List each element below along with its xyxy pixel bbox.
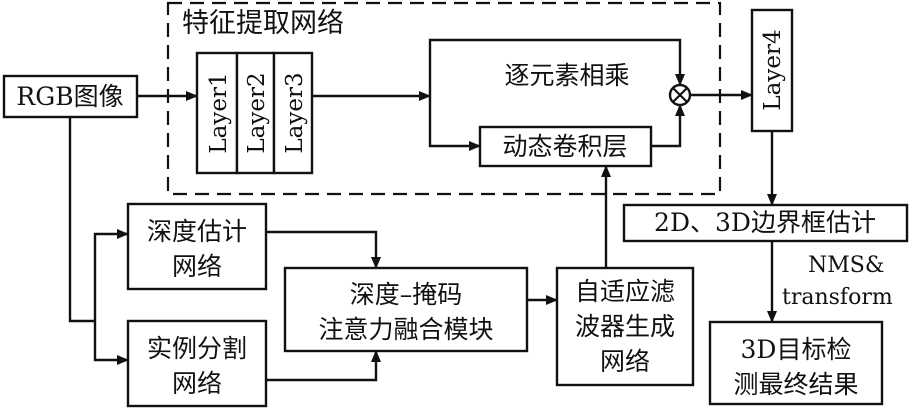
final-result-label-line1: 3D目标检 bbox=[741, 335, 852, 364]
adaptive-filter-label-line1: 自适应滤 bbox=[575, 277, 675, 306]
arrow-segmentation-to-fusion bbox=[266, 350, 381, 382]
depth-estimation-label-line1: 深度估计 bbox=[147, 217, 247, 246]
feature-extraction-group bbox=[166, 1, 722, 196]
adaptive-filter-label-line3: 网络 bbox=[600, 347, 650, 376]
fusion-module-box bbox=[283, 266, 529, 353]
arrow-to-instance-segmentation bbox=[93, 321, 129, 365]
multiply-operator-icon bbox=[668, 83, 692, 107]
instance-segmentation-label-line2: 网络 bbox=[172, 369, 222, 398]
line-rgb-down bbox=[68, 117, 95, 323]
layer1-box bbox=[195, 51, 239, 175]
fusion-module-label-line2: 注意力融合模块 bbox=[318, 315, 493, 344]
layer1-label: Layer1 bbox=[206, 72, 232, 153]
final-result-label-line2: 测最终结果 bbox=[733, 370, 858, 399]
adaptive-filter-box bbox=[555, 266, 695, 387]
nms-label: NMS& bbox=[808, 253, 884, 278]
layer2-label: Layer2 bbox=[244, 72, 270, 153]
arrow-to-multiply-top bbox=[428, 38, 685, 96]
rgb-input-label: RGB图像 bbox=[16, 82, 123, 111]
adaptive-filter-label-line2: 波器生成 bbox=[575, 312, 675, 341]
group-title: 特征提取网络 bbox=[182, 8, 344, 39]
layer3-label: Layer3 bbox=[282, 72, 308, 153]
arrow-depth-to-fusion bbox=[266, 230, 381, 269]
layer3-box bbox=[272, 51, 314, 175]
layer4-label: Layer4 bbox=[760, 29, 786, 110]
final-result-box bbox=[708, 320, 884, 406]
transform-label: transform bbox=[782, 285, 893, 310]
instance-segmentation-label-line1: 实例分割 bbox=[147, 334, 247, 363]
layer4-box bbox=[750, 8, 794, 133]
bbox-estimation-box bbox=[622, 203, 909, 243]
instance-segmentation-box bbox=[126, 319, 268, 408]
bbox-estimation-label: 2D、3D边界框估计 bbox=[654, 208, 876, 237]
elementwise-multiply-label: 逐元素相乘 bbox=[504, 61, 629, 90]
arrow-dynamic-conv-to-multiply bbox=[651, 104, 685, 148]
dynamic-conv-label: 动态卷积层 bbox=[502, 132, 627, 161]
fusion-module-label-line1: 深度–掩码 bbox=[350, 280, 463, 309]
depth-estimation-box bbox=[126, 202, 268, 291]
depth-estimation-label-line2: 网络 bbox=[172, 252, 222, 281]
arrow-to-dynamic-conv bbox=[428, 96, 481, 151]
arrow-to-depth-estimation bbox=[93, 229, 129, 321]
